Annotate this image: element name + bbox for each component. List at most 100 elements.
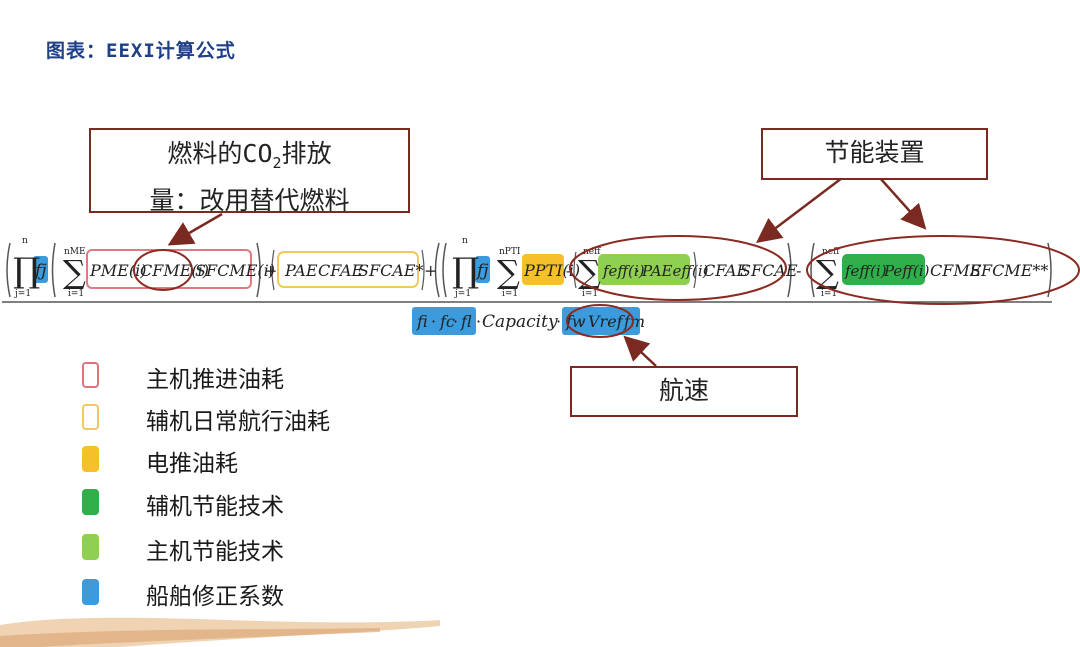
minus-1: - [566,261,571,280]
legend-item-electric-propulsion: 电推油耗 [82,444,412,477]
f-eff: feff(i) [602,262,645,280]
den-fl: fl [460,312,472,331]
callout-fuel-line1: 燃料的CO2排放 [167,139,332,172]
fj-2: fj [475,261,489,281]
sum-pti-symbol: ∑ [497,253,520,291]
arrow-speed [623,335,657,367]
sum-me-bottom: i=1 [68,289,84,299]
arrow-energy-left [756,177,843,244]
sum-eff-bottom: i=1 [582,289,598,299]
legend-item-main-efficiency: 主机节能技术 [82,532,412,565]
sfc-me: SFCME(i) [195,261,275,280]
den-fm: fm [623,312,645,331]
bracket-8 [787,242,792,298]
decorative-wave-2 [0,628,380,647]
sfc-ae2: SFCAE [740,261,798,280]
prod2-top: n [462,236,468,246]
callout-fuel-co2: 燃料的CO2排放 量：改用替代燃料 [89,128,410,215]
legend-swatch-main-efficiency [82,534,99,560]
callout-energy-saving: 节能装置 [761,128,988,180]
bracket-5 [421,249,425,291]
plus-1: + [264,261,277,280]
highlight-pti [522,254,564,285]
prod-bottom: j=1 [14,289,31,299]
bracket-1 [6,242,11,298]
prod-symbol: ∏ [13,251,40,291]
sum-pti-top: nPTI [499,247,521,257]
callout-fuel-post: 排放 [281,139,332,168]
highlight-aux-eff [598,254,690,285]
bracket-11 [573,251,577,289]
bracket-7 [442,242,447,298]
c-fae: CFAE [318,261,364,280]
callout-fuel-sub: 2 [272,154,282,172]
p-eff: Peff(i) [883,262,930,280]
sfc-ae: SFCAE* [358,261,424,280]
legend-swatch-correction-factors [82,579,99,605]
bracket-4 [271,249,275,291]
sum-eff-symbol: ∑ [578,253,601,291]
fj-1: fj [33,261,47,281]
den-dot-1: · [431,312,436,331]
highlight-fj-1 [33,256,48,283]
bracket-12 [693,251,697,289]
bracket-3 [256,242,261,298]
highlight-den-1 [412,307,476,335]
legend-swatch-electric-propulsion [82,446,99,472]
page-title: 图表：EEXI计算公式 [46,40,236,62]
c-fme2: CFME [930,261,982,280]
callout-speed: 航速 [570,366,798,417]
prod2-symbol: ∏ [452,251,479,291]
den-fw: fw [565,312,586,331]
prod2-bottom: j=1 [454,289,471,299]
bracket-9 [810,242,815,298]
sum-pti-bottom: i=1 [502,289,518,299]
legend-item-correction-factors: 船舶修正系数 [82,577,412,610]
legend-item-aux-engine: 辅机日常航行油耗 [82,402,412,435]
p-me: PME(i) [89,261,146,280]
legend-label: 电推油耗 [146,451,238,477]
p-ae: PAE [284,261,318,280]
f-eff2: feff(i) [844,262,887,280]
legend-swatch-aux-engine [82,404,99,430]
minus-2: - [796,261,801,280]
callout-fuel-line2: 量：改用替代燃料 [149,186,350,215]
bracket-6 [434,242,440,298]
legend-item-main-engine: 主机推进油耗 [82,360,412,393]
legend-swatch-main-engine [82,362,99,388]
den-fc: fc [439,312,455,331]
den-dot-4: · [556,312,561,331]
den-dot-5: · [581,312,586,331]
legend-item-aux-efficiency: 辅机节能技术 [82,487,412,520]
highlight-fj-2 [475,256,490,283]
legend-label: 主机推进油耗 [146,367,284,393]
plus-2: + [424,261,437,280]
dot-2: · [635,262,640,280]
sum-eff2-symbol: ∑ [816,253,839,291]
prod-top: n [22,236,28,246]
c-fae2: CFAE [703,261,749,280]
bracket-10 [1047,242,1052,298]
legend-label: 主机节能技术 [146,539,284,565]
den-capacity: Capacity [482,312,558,332]
legend-swatch-aux-efficiency [82,489,99,515]
p-aeeff: PAEeff(i) [641,262,709,280]
arrow-energy-right [879,177,927,230]
den-dot-3: · [476,312,481,331]
legend-label: 船舶修正系数 [146,584,284,610]
highlight-main-eff [842,254,925,285]
highlight-aux-engine [277,251,419,288]
den-dot-2: · [453,312,458,331]
sum-me-symbol: ∑ [63,253,86,291]
ellipse-vref [566,304,634,338]
sfc-me2: SFCME** [970,261,1048,280]
sum-eff-top: neff [583,247,601,257]
den-vref: Vref [588,312,626,331]
bracket-2 [51,242,56,298]
ellipse-cfme [133,249,193,291]
ellipse-aux-eff [569,235,787,301]
sum-eff2-bottom: i=1 [821,289,837,299]
p-pti: PPTI(i) [523,261,580,280]
den-fi: fi [416,312,428,331]
